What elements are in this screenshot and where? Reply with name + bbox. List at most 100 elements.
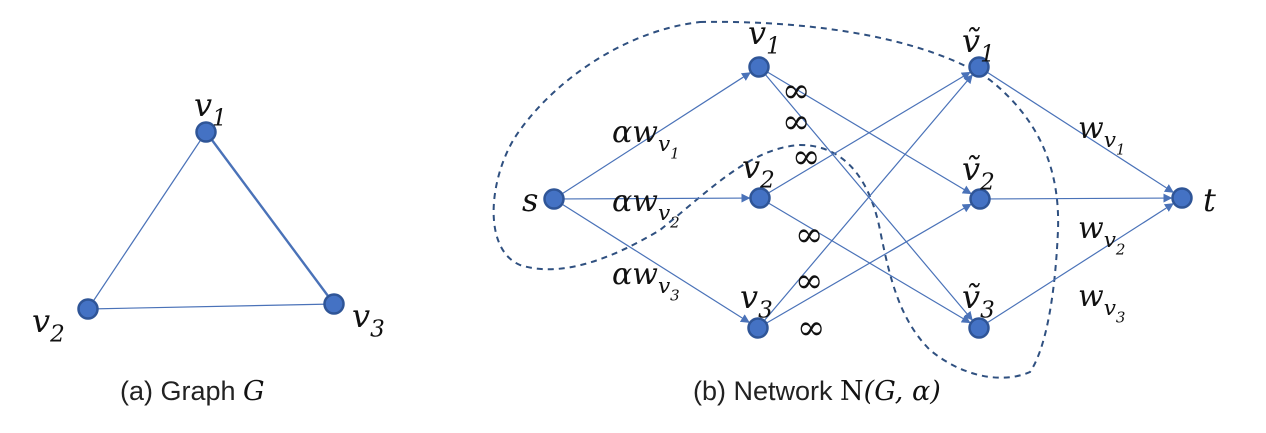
graph-a-label-v2: v2 bbox=[32, 302, 65, 348]
graph-a-label-v1-sub: 1 bbox=[212, 106, 227, 132]
graph-b-label-v3: v3 bbox=[740, 278, 773, 324]
edge-label-s-v1-sub: v bbox=[658, 132, 670, 157]
graph-a-edge-v1-v2 bbox=[87, 131, 207, 310]
edge-label-s-v2-sub: v bbox=[658, 201, 670, 226]
graph-b-edge-s-v1 bbox=[561, 72, 751, 195]
graph-b-edge-vt2-t bbox=[989, 193, 1173, 203]
caption-b-n: N bbox=[840, 376, 864, 407]
graph-b-node-s bbox=[543, 188, 565, 210]
graph-b-edge-s-v2 bbox=[563, 193, 751, 203]
edge-label-s-v1-base: αw bbox=[612, 115, 658, 150]
graph-b-label-vt2-sub: 2 bbox=[979, 170, 995, 196]
graph-a-node-v2 bbox=[77, 298, 99, 320]
graph-b-label-v1: v1 bbox=[748, 14, 781, 60]
graph-b-edge-s-v3 bbox=[561, 203, 750, 323]
graph-b-node-t bbox=[1171, 187, 1193, 209]
edge-label-s-v2-subsub: 2 bbox=[669, 214, 680, 232]
graph-b-label-vt3-sub: 3 bbox=[980, 298, 995, 324]
edge-label-vt3-t: wv3 bbox=[1078, 279, 1125, 327]
graph-a-label-v1: v1 bbox=[194, 86, 227, 132]
edge-label-s-v1-subsub: 1 bbox=[670, 145, 680, 163]
edge-label-s-v3-sub: v bbox=[658, 274, 670, 299]
caption-a-prefix: (a) Graph bbox=[120, 376, 243, 406]
edge-label-s-v3: αwv3 bbox=[612, 257, 680, 305]
graph-b-label-v2-sub: 2 bbox=[759, 168, 775, 194]
graph-b-edge-v3-vt2 bbox=[765, 203, 972, 324]
edge-label-vt3-t-sub: v bbox=[1104, 296, 1116, 321]
graph-b-edge-v2-vt1 bbox=[767, 71, 971, 194]
graph-b-edge-v3-vt1 bbox=[763, 74, 973, 322]
edge-label-vt1-t-base: w bbox=[1078, 111, 1104, 146]
graph-b-node-vt2 bbox=[969, 188, 991, 210]
graph-b-label-vt1: ṽ1 bbox=[962, 22, 995, 68]
graph-b-node-v2 bbox=[749, 187, 771, 209]
edge-label-vt2-t-subsub: 2 bbox=[1115, 241, 1126, 259]
edge-label-v3-vt1: ∞ bbox=[795, 261, 823, 301]
graph-b-node-vt3 bbox=[968, 317, 990, 339]
graph-b-label-vt2: ṽ2 bbox=[962, 150, 995, 196]
graph-b-label-vt1-base: ṽ bbox=[962, 22, 980, 60]
graph-a-label-v3-base: v bbox=[352, 297, 370, 335]
edge-label-s-v3-subsub: 3 bbox=[670, 287, 680, 305]
graph-b-node-v3 bbox=[747, 317, 769, 339]
caption-a-math: G bbox=[243, 376, 265, 407]
graph-b-label-v1-sub: 1 bbox=[766, 34, 781, 60]
edge-label-vt2-t: wv2 bbox=[1078, 211, 1125, 259]
graph-b-label-vt3-base: ṽ bbox=[962, 278, 980, 316]
graph-b-label-v2-base: v bbox=[742, 148, 760, 186]
graph-b-label-vt3: ṽ3 bbox=[962, 278, 995, 324]
graph-a-label-v3: v3 bbox=[352, 297, 385, 343]
graph-b-label-s: s bbox=[522, 181, 538, 219]
caption-a: (a) Graph G bbox=[120, 376, 265, 407]
graph-b-edge-v2-vt3 bbox=[767, 202, 971, 324]
edge-label-v1-vt3: ∞ bbox=[782, 102, 810, 142]
caption-b-prefix: (b) Network bbox=[693, 376, 840, 406]
graph-b-label-t-base: t bbox=[1203, 181, 1216, 219]
graph-b-edge-vt1-t bbox=[986, 71, 1174, 193]
graph-b-node-v1 bbox=[748, 56, 770, 78]
caption-b: (b) Network N(G, α) bbox=[693, 376, 941, 407]
edge-label-v3-vt2: ∞ bbox=[797, 308, 825, 348]
graph-b-edge-vt3-t bbox=[986, 203, 1174, 324]
edge-label-v2-vt1: ∞ bbox=[792, 137, 820, 177]
graph-a-node-v1 bbox=[195, 121, 217, 143]
edge-label-vt3-t-base: w bbox=[1078, 279, 1104, 314]
edge-label-v1-vt2: ∞ bbox=[782, 71, 810, 111]
graph-a-label-v1-base: v bbox=[194, 86, 212, 124]
graph-b-label-s-base: s bbox=[522, 181, 538, 219]
graph-b-label-v3-sub: 3 bbox=[758, 298, 773, 324]
graph-b-label-vt2-base: ṽ bbox=[962, 150, 980, 188]
graph-a-label-v3-sub: 3 bbox=[370, 317, 385, 343]
graph-b-nodes bbox=[543, 56, 1193, 339]
graph-b-label-t: t bbox=[1203, 181, 1216, 219]
graph-a-label-v2-sub: 2 bbox=[49, 322, 65, 348]
edge-label-s-v2-base: αw bbox=[612, 184, 658, 219]
graph-b-label-vt1-sub: 1 bbox=[980, 42, 995, 68]
graph-a-edges bbox=[87, 131, 335, 310]
graph-b-label-v3-base: v bbox=[740, 278, 758, 316]
graph-a-label-v2-base: v bbox=[32, 302, 50, 340]
graph-a-node-v3 bbox=[323, 293, 345, 315]
graph-b-node-vt1 bbox=[968, 56, 990, 78]
edge-label-v2-vt3: ∞ bbox=[795, 215, 823, 255]
edge-label-s-v2: αwv2 bbox=[612, 184, 680, 232]
graph-a-nodes bbox=[77, 121, 345, 320]
edge-label-vt2-t-base: w bbox=[1078, 211, 1104, 246]
edge-label-vt2-t-sub: v bbox=[1104, 228, 1116, 253]
edge-label-vt3-t-subsub: 3 bbox=[1116, 309, 1126, 327]
cut-region-source bbox=[492, 20, 1060, 379]
graph-a-edge-v1-v3 bbox=[205, 131, 335, 305]
edge-label-vt1-t-subsub: 1 bbox=[1116, 141, 1126, 159]
caption-b-math: (G, α) bbox=[864, 376, 941, 407]
graph-b-label-v2: v2 bbox=[742, 148, 775, 194]
edge-label-vt1-t-sub: v bbox=[1104, 128, 1116, 153]
graph-b-label-v1-base: v bbox=[748, 14, 766, 52]
edge-label-vt1-t: wv1 bbox=[1078, 111, 1125, 159]
edge-label-s-v3-base: αw bbox=[612, 257, 658, 292]
edge-label-s-v1: αwv1 bbox=[612, 115, 680, 163]
